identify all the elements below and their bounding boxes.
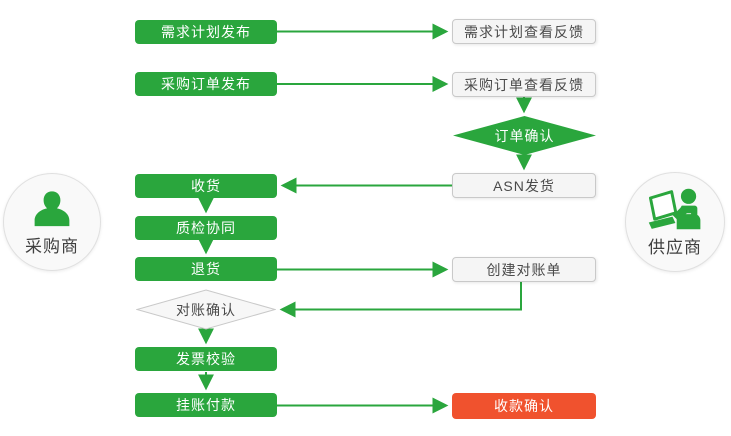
buyer-person-icon bbox=[34, 190, 70, 226]
decision-label: 订单确认 bbox=[494, 127, 555, 144]
flow-node-return-goods: 退货 bbox=[135, 257, 277, 281]
flow-node-create-statement: 创建对账单 bbox=[452, 257, 596, 282]
supplier-person-laptop-icon bbox=[648, 188, 701, 229]
flow-node-receipt-confirm: 收款确认 bbox=[452, 393, 596, 419]
flow-node-asn-ship: ASN发货 bbox=[452, 173, 596, 198]
actor-buyer: 采购商 bbox=[3, 173, 101, 271]
flow-node-quality-collab: 质检协同 bbox=[135, 216, 277, 240]
actor-buyer-label: 采购商 bbox=[25, 236, 79, 256]
decision-label: 对账确认 bbox=[176, 301, 236, 318]
actor-supplier: 供应商 bbox=[625, 172, 725, 272]
actor-supplier-label: 供应商 bbox=[648, 237, 702, 257]
flow-node-demand-plan-feedback: 需求计划查看反馈 bbox=[452, 19, 596, 44]
flow-node-po-feedback: 采购订单查看反馈 bbox=[452, 72, 596, 97]
flow-node-demand-plan-publish: 需求计划发布 bbox=[135, 20, 277, 44]
flow-node-invoice-verify: 发票校验 bbox=[135, 347, 277, 371]
diamond-shape bbox=[136, 289, 276, 330]
flow-node-po-publish: 采购订单发布 bbox=[135, 72, 277, 96]
flow-node-receive-goods: 收货 bbox=[135, 174, 277, 198]
flow-decision-order-confirm: 订单确认 bbox=[453, 116, 596, 155]
flow-decision-statement-confirm: 对账确认 bbox=[136, 289, 276, 330]
diamond-shape bbox=[453, 116, 596, 155]
flow-node-book-payment: 挂账付款 bbox=[135, 393, 277, 417]
